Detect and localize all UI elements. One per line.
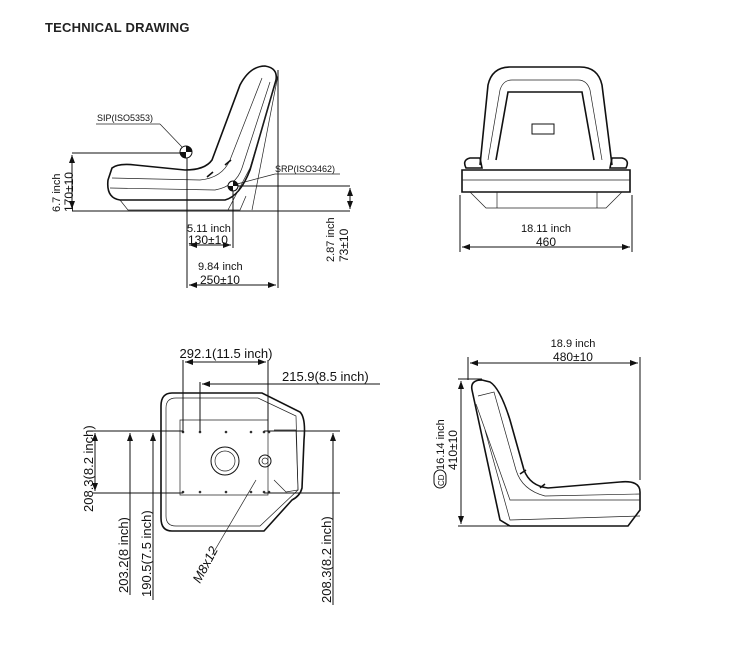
sip-height-mm: 170±10: [62, 172, 76, 212]
sip-label: SIP(ISO5353): [97, 113, 153, 123]
sip-marker-icon: [179, 145, 193, 159]
profile-height-mm: 410±10: [446, 430, 460, 470]
front-view: 18.11 inch 460: [459, 66, 633, 252]
outer-hole-spacing: 292.1(11.5 inch): [180, 346, 273, 361]
front-width-mm: 460: [536, 235, 556, 249]
bolt-label: M8x12: [189, 543, 221, 585]
profile-height-inch: 16.14 inch: [435, 419, 447, 470]
bottom-view: 292.1(11.5 inch) 215.9(8.5 inch) 208.3(8…: [81, 346, 380, 605]
srp-height-inch: 2.87 inch: [325, 217, 337, 262]
sip-back-mm: 250±10: [200, 273, 240, 287]
srp-label: SRP(ISO3462): [275, 164, 335, 174]
seat-bottom-outline: [160, 392, 306, 532]
depth-190: 190.5(7.5 inch): [139, 510, 154, 597]
seat-side-outline: [106, 65, 279, 211]
sip-srp-inch: 5.11 inch: [187, 223, 231, 235]
sip-height-inch: 6.7 inch: [51, 173, 63, 212]
depth-203: 203.2(8 inch): [116, 517, 131, 593]
profile-depth-inch: 18.9 inch: [551, 338, 596, 350]
profile-view: 18.9 inch 480±10 16.14 inch 410±10 CD: [433, 338, 641, 527]
profile-depth-mm: 480±10: [553, 350, 593, 364]
left-depth: 208.3(8.2 inch): [81, 425, 96, 512]
sip-srp-mm: 130±10: [188, 233, 228, 247]
cd-symbol-icon: CD: [433, 469, 447, 489]
sip-back-inch: 9.84 inch: [198, 261, 243, 273]
front-width-inch: 18.11 inch: [521, 223, 571, 235]
srp-marker-icon: [227, 180, 239, 192]
seat-front-outline: [461, 66, 631, 209]
page-title: TECHNICAL DRAWING: [45, 20, 190, 35]
seat-profile-outline: [470, 379, 641, 527]
inner-hole-spacing: 215.9(8.5 inch): [282, 369, 369, 384]
right-depth: 208.3(8.2 inch): [319, 516, 334, 603]
side-view: SIP(ISO5353) SRP(ISO3462) 6.7 inch 170±1…: [51, 65, 353, 288]
cd-symbol-label: CD: [437, 474, 446, 486]
srp-height-mm: 73±10: [337, 228, 351, 262]
